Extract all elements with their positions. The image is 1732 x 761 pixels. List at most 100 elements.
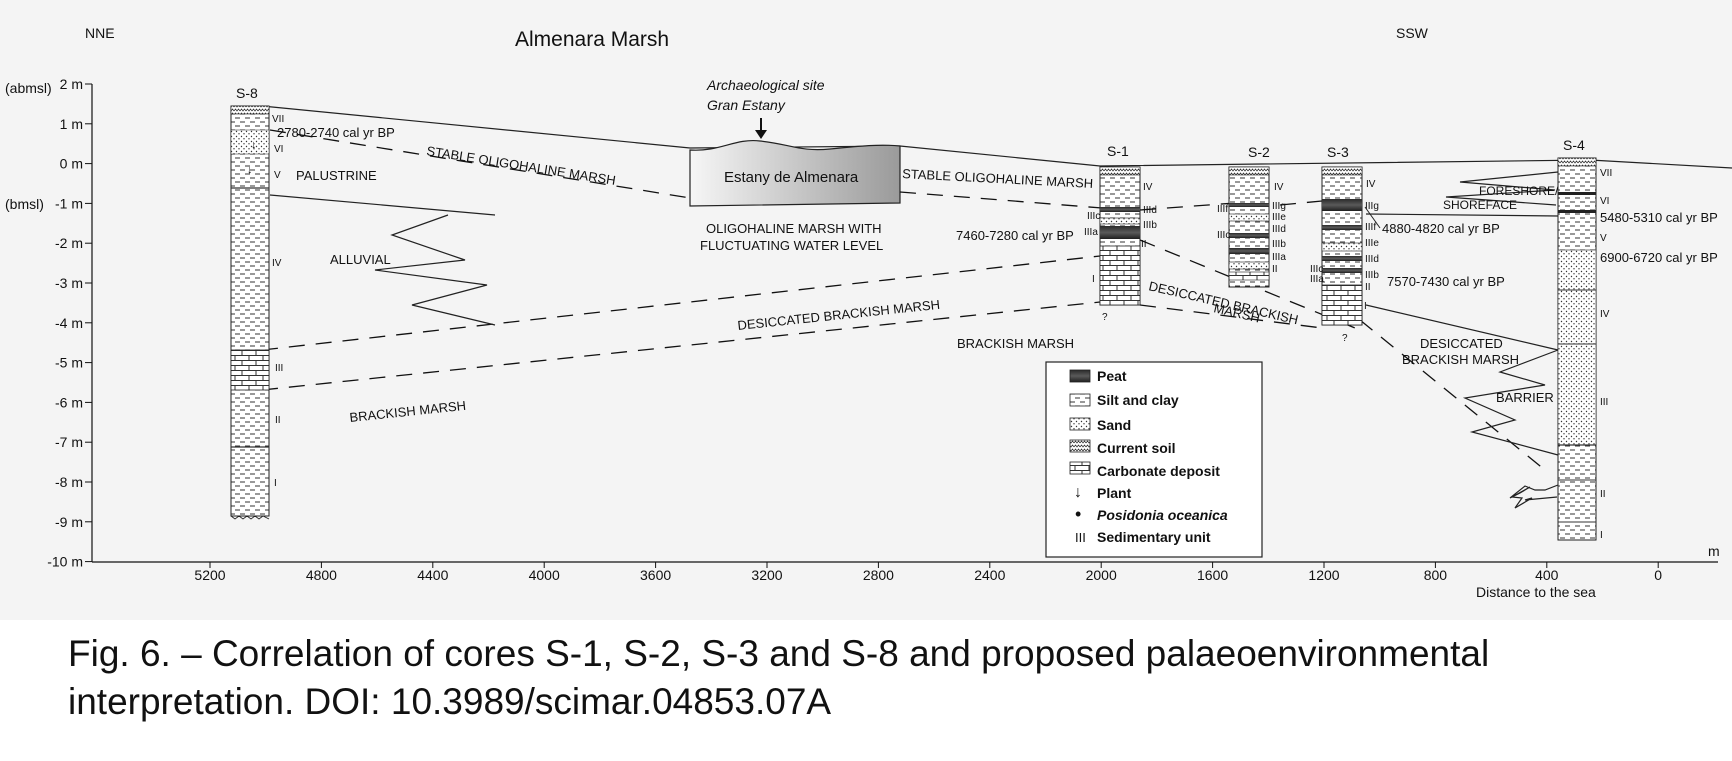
unit-label: I <box>274 478 277 489</box>
x-axis-tick-label: 1600 <box>1197 567 1228 583</box>
unit-label: IIIa <box>1272 252 1286 263</box>
unit-label: IIIf <box>1365 222 1376 233</box>
y-axis-abmsl-label: (abmsl) <box>5 80 52 96</box>
x-axis-tick-label: 5200 <box>194 567 225 583</box>
unit-label: II <box>1600 489 1606 500</box>
lake-body <box>689 139 901 207</box>
archaeo-site-label-1: Archaeological site <box>706 77 825 93</box>
y-axis-bmsl-label: (bmsl) <box>5 196 44 212</box>
legend-swatch-soil <box>1069 439 1091 453</box>
y-axis-tick-label: -6 m <box>55 394 83 410</box>
unit-label: IIIb <box>1365 270 1379 281</box>
question-mark: ? <box>1102 312 1108 323</box>
env-desiccated-right-2: BRACKISH MARSH <box>1402 352 1519 367</box>
env-brackish-left: BRACKISH MARSH <box>349 398 467 425</box>
unit-label: IIIc <box>1310 264 1323 275</box>
upper-solid-divider <box>1365 304 1559 351</box>
legend-label-sand: Sand <box>1097 417 1131 433</box>
core-s3-label: S-3 <box>1327 144 1349 160</box>
legend: ↓ • III Peat Silt and clay Sand Current … <box>1045 361 1263 558</box>
x-axis-tick-label: 400 <box>1535 567 1559 583</box>
x-axis-tick-label: 4400 <box>417 567 448 583</box>
x-axis-tick-label: 2400 <box>974 567 1005 583</box>
unit-label: IV <box>272 258 282 269</box>
unit-label: I <box>1364 301 1367 312</box>
core-s8: ↓ ↓ <box>230 105 270 520</box>
unit-label: II <box>1365 282 1371 293</box>
env-palustrine: PALUSTRINE <box>296 168 377 183</box>
unit-label: VI <box>274 144 283 155</box>
legend-label-posidonia: Posidonia oceanica <box>1097 507 1228 523</box>
unit-label: I <box>1600 530 1603 541</box>
legend-label-unit: Sedimentary unit <box>1097 529 1211 545</box>
date-s3b: 7570-7430 cal yr BP <box>1387 274 1505 289</box>
env-stable-right: STABLE OLIGOHALINE MARSH <box>902 166 1094 191</box>
unit-label: IIIg <box>1365 201 1379 212</box>
unit-label: II <box>275 415 281 426</box>
unit-label: V <box>1600 233 1607 244</box>
unit-label: IV <box>1274 182 1284 193</box>
env-desiccated-right-1: DESICCATED <box>1420 336 1503 351</box>
y-axis-tick-label: -10 m <box>47 554 83 570</box>
site-title: Almenara Marsh <box>515 28 669 51</box>
lake-label: Estany de Almenara <box>724 169 859 186</box>
x-axis-tick-label: 0 <box>1654 567 1662 583</box>
env-foreshore-2: SHOREFACE <box>1443 198 1517 212</box>
x-axis-tick-label: 2000 <box>1086 567 1117 583</box>
env-oligo-line2: FLUCTUATING WATER LEVEL <box>700 238 883 253</box>
plant-icon: ↓ <box>251 139 257 151</box>
x-axis-unit: m <box>1708 543 1720 559</box>
unit-label: III <box>275 363 283 374</box>
core-s4-label: S-4 <box>1563 137 1585 153</box>
y-axis-tick-label: -5 m <box>55 355 83 371</box>
alluvial-zigzag <box>374 214 496 326</box>
env-brackish-mid: BRACKISH MARSH <box>957 336 1074 351</box>
unit-label: IV <box>1600 309 1610 320</box>
x-axis-label: Distance to the sea <box>1476 584 1596 600</box>
legend-swatch-silt <box>1069 393 1091 407</box>
question-mark: ? <box>1342 333 1348 344</box>
unit-label: IIIa <box>1084 227 1098 238</box>
x-axis-tick-label: 3200 <box>751 567 782 583</box>
unit-label: III <box>1600 397 1608 408</box>
y-axis: (abmsl) (bmsl) 2 m1 m0 m-1 m-2 m-3 m-4 m… <box>5 76 93 570</box>
unit-label: IIIb <box>1272 239 1286 250</box>
unit-label: IIIc <box>1217 230 1230 241</box>
direction-ssw-label: SSW <box>1396 25 1429 41</box>
caption-line-1: Fig. 6. – Correlation of cores S-1, S-2,… <box>68 633 1490 674</box>
unit-label: IV <box>1143 182 1153 193</box>
figure-caption: Fig. 6. – Correlation of cores S-1, S-2,… <box>68 630 1708 726</box>
y-axis-tick-label: 1 m <box>60 116 83 132</box>
ground-surface-line <box>261 105 1732 169</box>
unit-label: II <box>1141 239 1147 250</box>
unit-label: VI <box>1600 196 1609 207</box>
legend-label-silt: Silt and clay <box>1097 392 1179 408</box>
env-oligo-line1: OLIGOHALINE MARSH WITH <box>706 221 882 236</box>
unit-label: IIIa <box>1310 274 1324 285</box>
unit-label: VII <box>1600 168 1612 179</box>
y-axis-tick-label: -4 m <box>55 315 83 331</box>
unit-label: II <box>1272 264 1278 275</box>
legend-label-peat: Peat <box>1097 368 1127 384</box>
env-stable-left: STABLE OLIGOHALINE MARSH <box>426 143 617 188</box>
legend-swatch-peat <box>1069 369 1091 383</box>
unit-label: IV <box>1366 179 1376 190</box>
unit-label: IIIf <box>1217 204 1228 215</box>
y-axis-tick-label: -1 m <box>55 195 83 211</box>
barrier-zigzag <box>1462 349 1559 456</box>
plant-icon: ↓ <box>247 164 253 176</box>
archaeo-site-label-2: Gran Estany <box>707 97 786 113</box>
x-axis-tick-label: 4800 <box>306 567 337 583</box>
legend-label-soil: Current soil <box>1097 440 1176 456</box>
cross-section-diagram: NNE SSW Almenara Marsh (abmsl) (bmsl) 2 … <box>5 25 1732 600</box>
date-s3a: 4880-4820 cal yr BP <box>1382 221 1500 236</box>
env-foreshore-1: FORESHORE/ <box>1479 184 1559 198</box>
unit-label: IIIe <box>1272 212 1286 223</box>
env-desiccated-left: DESICCATED BRACKISH MARSH <box>737 297 941 333</box>
unit-label: I <box>1092 274 1095 285</box>
y-axis-tick-label: -9 m <box>55 514 83 530</box>
legend-swatch-sand <box>1069 417 1091 431</box>
palustrine-base-line <box>269 194 496 216</box>
foreshore-divider <box>1365 213 1559 217</box>
